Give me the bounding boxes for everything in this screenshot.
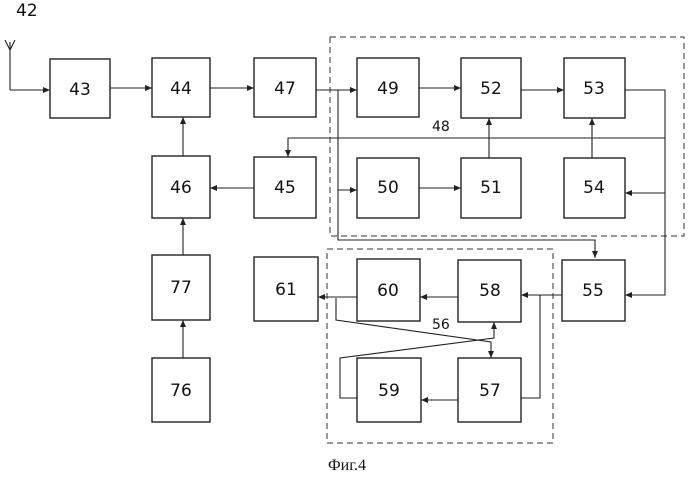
block-59: 59 [357,358,421,422]
block-46-label: 46 [170,178,192,198]
block-49-label: 49 [377,79,399,99]
antenna-label: 42 [16,1,38,21]
block-77: 77 [152,255,210,320]
block-44: 44 [152,58,210,117]
block-59-label: 59 [378,381,400,401]
block-55-label: 55 [582,281,604,301]
block-47: 47 [254,58,316,117]
block-55: 55 [562,260,625,321]
block-54: 54 [564,158,625,218]
block-52-label: 52 [480,79,502,99]
block-58-label: 58 [479,281,501,301]
block-47-label: 47 [274,79,296,99]
block-50: 50 [357,158,419,218]
block-51: 51 [461,158,521,218]
block-53: 53 [564,58,625,118]
block-52: 52 [461,58,521,118]
block-57-label: 57 [479,381,501,401]
block-54-label: 54 [583,178,605,198]
block-43-label: 43 [69,80,91,100]
block-50-label: 50 [377,178,399,198]
block-76: 76 [152,358,210,422]
block-76-label: 76 [170,381,192,401]
block-44-label: 44 [170,79,192,99]
block-51-label: 51 [480,178,502,198]
block-57: 57 [458,358,521,422]
block-45: 45 [254,157,316,218]
block-43: 43 [50,59,110,118]
block-61: 61 [254,257,318,321]
group-56-label: 56 [432,317,450,333]
block-49: 49 [357,58,419,117]
block-77-label: 77 [170,278,192,298]
block-60-label: 60 [377,281,399,301]
block-58: 58 [458,260,521,322]
block-46: 46 [152,156,210,218]
figure-caption: Фиг.4 [328,457,366,474]
block-53-label: 53 [583,79,605,99]
block-60: 60 [357,259,420,321]
group-48-label: 48 [432,119,450,135]
antenna-icon [5,40,15,90]
connections [10,88,665,400]
block-45-label: 45 [274,178,296,198]
block-61-label: 61 [275,280,297,300]
